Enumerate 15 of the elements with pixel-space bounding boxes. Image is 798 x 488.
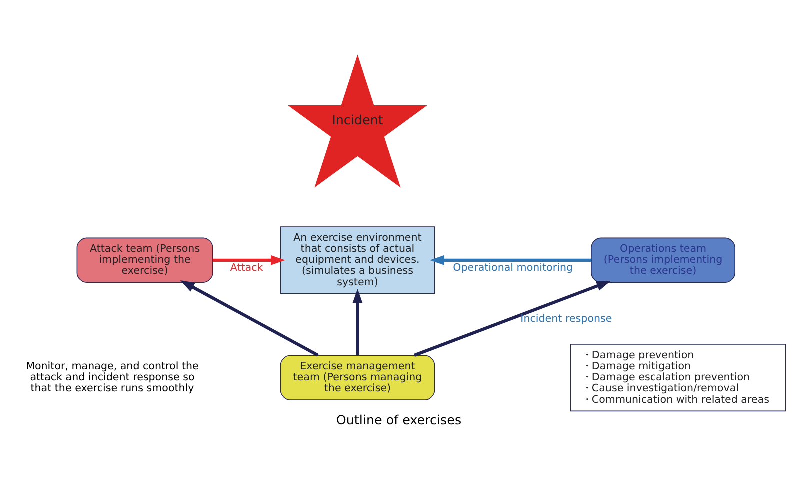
arrow (430, 255, 592, 266)
caption: Outline of exercises (336, 412, 462, 428)
edge-label: Attack (230, 262, 264, 274)
label: Monitor, manage, and control the attack and incident response so that the exercise runs smoothly (26, 360, 199, 395)
edge-label: Incident response (520, 312, 612, 325)
node-box: An exercise environment that consists of actual equipment and devices. (simulates a business system) (280, 226, 436, 294)
arrow (180, 280, 319, 357)
arrow (414, 281, 612, 358)
node-box: Attack team (Persons implementing the exercise) (76, 238, 214, 284)
edge-label: Operational monitoring (453, 262, 574, 274)
node-box: Operations team (Persons implementing the exercise) (591, 238, 736, 284)
node-box: ・Damage prevention ・Damage mitigation ・Damage escalation prevention ・Cause investigation/removal ・Communication with related areas (570, 344, 786, 412)
node-box: Exercise management team (Persons managing the exercise) (280, 355, 436, 400)
arrow (352, 288, 363, 356)
arrow (212, 255, 286, 266)
